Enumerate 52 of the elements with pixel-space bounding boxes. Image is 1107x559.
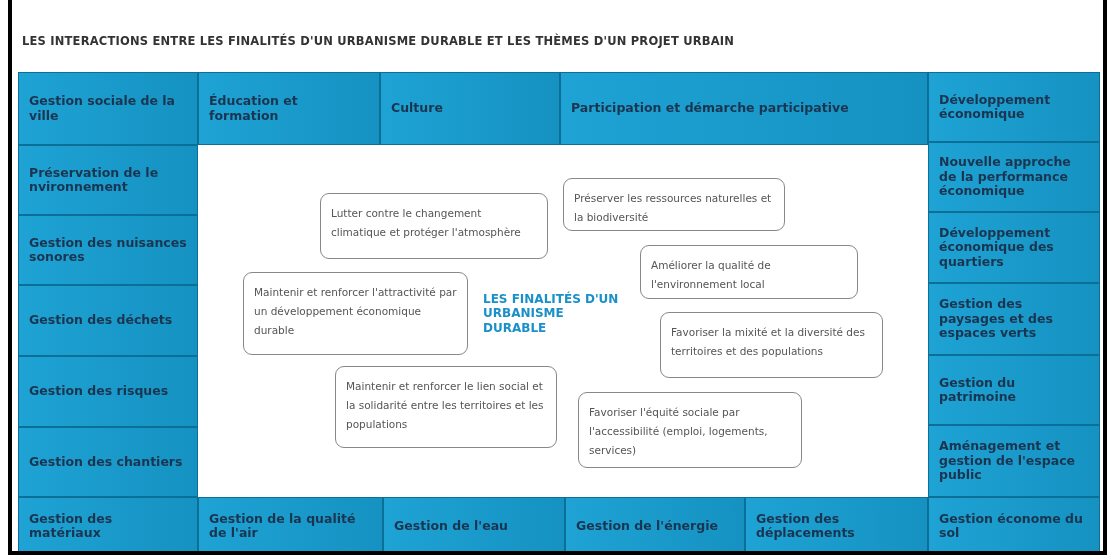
theme-cell [928,142,1100,212]
goal-box [243,272,468,355]
theme-label: Gestion des déchets [29,313,173,328]
theme-cell [928,212,1100,283]
theme-cell [560,72,928,145]
theme-label: Nouvelle approche de la performance économique [939,155,1072,199]
theme-cell [380,72,560,145]
theme-cell [18,72,198,145]
theme-label: Gestion des matériaux [29,511,114,541]
theme-label: Gestion des déplacements [756,511,856,541]
theme-label: Gestion sociale de la ville [29,94,177,123]
goal-text: Maintenir et renforcer le lien social et la solidarité entre les territoires et les populations [346,380,544,430]
theme-label: Participation et démarche participative [571,101,849,116]
panel-heading: LES FINALITÉS D'UN URBANISME DURABLE [483,292,620,336]
theme-label: Gestion de l'énergie [576,518,718,534]
theme-label: Gestion de l'eau [394,518,508,534]
theme-cell [928,425,1100,497]
theme-label: Culture [391,101,443,116]
theme-cell [18,215,198,285]
theme-label: Gestion économe du sol [939,511,1084,541]
theme-cell [928,355,1100,425]
theme-cell [198,72,380,145]
goal-text: Préserver les ressources naturelles et la biodiversité [574,192,772,223]
goal-box [578,392,802,468]
theme-cell [18,145,198,215]
theme-label: Gestion de la qualité de l'air [209,511,357,541]
goal-text: Maintenir et renforcer l'attractivité par un développement économique durable [254,286,457,336]
theme-label: Développement économique [939,92,1052,122]
goal-box [563,178,785,231]
theme-label: Gestion des nuisances sonores [29,235,187,265]
theme-cell [928,72,1100,142]
theme-label: Gestion des paysages et des espaces verts [939,297,1054,341]
goal-box [660,312,883,378]
theme-cell [928,283,1100,355]
goal-text: Favoriser l'équité sociale par l'accessibilité (emploi, logements, services) [589,406,768,456]
theme-label: Gestion des chantiers [29,454,183,470]
goal-box [320,193,548,259]
theme-label: Éducation et formation [209,94,299,123]
theme-label: Gestion du patrimoine [939,375,1018,405]
theme-label: Développement économique des quartiers [939,225,1055,270]
theme-cell [18,285,198,356]
goal-box [335,366,557,448]
theme-cell [18,356,198,427]
theme-label: Gestion des risques [29,384,169,399]
goal-text: Favoriser la mixité et la diversité des territoires et des populations [671,326,865,357]
goal-text: Lutter contre le changement climatique et protéger l'atmosphère [331,207,521,238]
theme-label: Préservation de le nvironnement [29,165,160,195]
theme-label: Aménagement et gestion de l'espace public [939,439,1077,483]
theme-cell [18,427,198,497]
diagram-title: LES INTERACTIONS ENTRE LES FINALITÉS D'UN URBANISME DURABLE ET LES THÈMES D'UN PROJET URBAIN [22,34,735,48]
goal-text: Améliorer la qualité de l'environnement local [651,259,771,290]
goal-box [640,245,858,299]
